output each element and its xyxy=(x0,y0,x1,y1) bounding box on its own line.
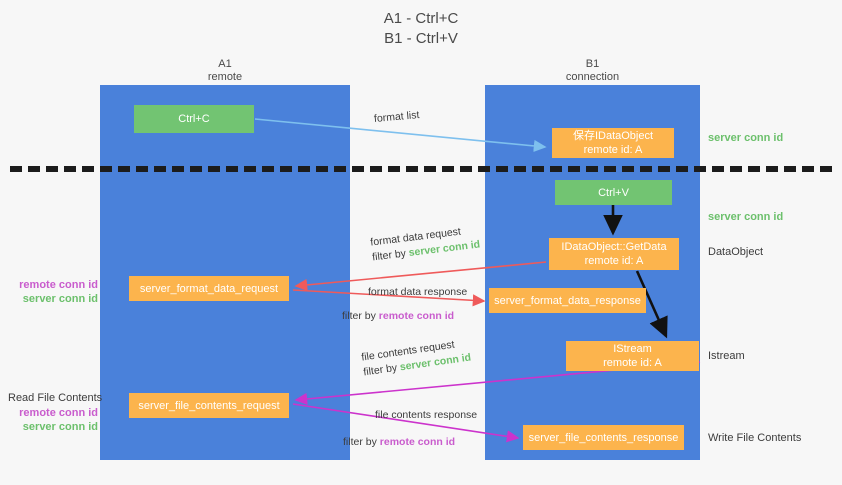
node-server-file-contents-response-label: server_file_contents_response xyxy=(528,431,679,444)
arrow-format-list xyxy=(254,118,547,152)
node-server-file-contents-response[interactable]: server_file_contents_response xyxy=(523,425,684,450)
column-header-a1: A1 remote xyxy=(100,58,350,84)
node-istream-remote-id: remote id: A xyxy=(603,357,662,369)
label-read-file-contents: Read File Contents xyxy=(8,392,103,404)
node-save-idataobject-remote-id: remote id: A xyxy=(583,144,643,156)
filter-key-remote-conn-id: remote conn id xyxy=(378,310,455,322)
node-ctrl-c-label: Ctrl+C xyxy=(178,113,210,125)
node-ctrl-v[interactable]: Ctrl+V xyxy=(555,180,672,205)
node-save-idataobject-label: 保存IDataObject xyxy=(572,130,654,142)
node-idataobject-getdata-remote-id: remote id: A xyxy=(584,255,644,267)
node-server-format-data-request-label: server_format_data_request xyxy=(139,282,279,295)
label-server-conn-id-upper: server conn id xyxy=(22,293,98,305)
node-istream[interactable]: IStream remote id: A xyxy=(566,341,699,371)
node-istream-label: IStream xyxy=(613,343,652,355)
edge-label-file-contents-response-filter: filter by remote conn id xyxy=(343,435,455,450)
node-ctrl-c[interactable]: Ctrl+C xyxy=(134,105,254,133)
node-server-format-data-response[interactable]: server_format_data_response xyxy=(489,288,646,313)
filter-key-remote-conn-id: remote conn id xyxy=(379,436,456,448)
edge-label-file-contents-response: file contents response xyxy=(375,409,478,421)
node-server-format-data-response-label: server_format_data_response xyxy=(494,294,641,307)
label-istream: Istream xyxy=(708,350,745,362)
edge-label-format-data-response-filter: filter by remote conn id xyxy=(342,300,467,324)
phase-divider xyxy=(10,166,832,172)
edge-label-format-data-response: format data response filter by remote co… xyxy=(342,285,467,324)
label-remote-conn-id-upper: remote conn id xyxy=(19,279,98,291)
node-server-format-data-request[interactable]: server_format_data_request xyxy=(129,276,289,301)
arrow-getdata-to-istream xyxy=(635,270,668,339)
filter-prefix: filter by xyxy=(371,247,410,264)
column-header-a1-sub: remote xyxy=(207,71,243,83)
arrow-format-data-response xyxy=(292,289,486,307)
column-header-b1-sub: connection xyxy=(565,71,620,83)
column-header-b1: B1 connection xyxy=(485,58,700,84)
node-server-file-contents-request-label: server_file_contents_request xyxy=(138,399,280,412)
page-title: A1 - Ctrl+C B1 - Ctrl+V xyxy=(383,10,459,47)
label-conn-ids-upper: remote conn id server conn id xyxy=(8,278,98,306)
label-remote-conn-id-lower: remote conn id xyxy=(19,407,98,419)
column-header-a1-name: A1 xyxy=(218,58,232,70)
node-idataobject-getdata-label: IDataObject::GetData xyxy=(561,241,667,253)
filter-prefix: filter by xyxy=(342,310,379,322)
label-dataobject: DataObject xyxy=(708,246,764,258)
node-ctrl-v-label: Ctrl+V xyxy=(598,186,629,199)
filter-prefix: filter by xyxy=(362,361,401,379)
node-save-idataobject[interactable]: 保存IDataObject remote id: A xyxy=(552,128,674,158)
edge-label-format-data-response-title: format data response xyxy=(368,286,468,298)
label-write-file-contents: Write File Contents xyxy=(708,432,802,444)
label-server-conn-id-top: server conn id xyxy=(708,132,784,144)
label-conn-ids-lower: remote conn id server conn id xyxy=(8,406,98,434)
arrow-file-contents-response xyxy=(292,403,520,443)
arrow-format-data-request xyxy=(294,261,547,291)
column-header-b1-name: B1 xyxy=(585,58,600,70)
label-server-conn-id-mid: server conn id xyxy=(708,211,784,223)
node-server-file-contents-request[interactable]: server_file_contents_request xyxy=(129,393,289,418)
filter-prefix: filter by xyxy=(343,436,380,448)
node-idataobject-getdata[interactable]: IDataObject::GetData remote id: A xyxy=(549,238,679,270)
label-server-conn-id-lower: server conn id xyxy=(22,421,98,433)
